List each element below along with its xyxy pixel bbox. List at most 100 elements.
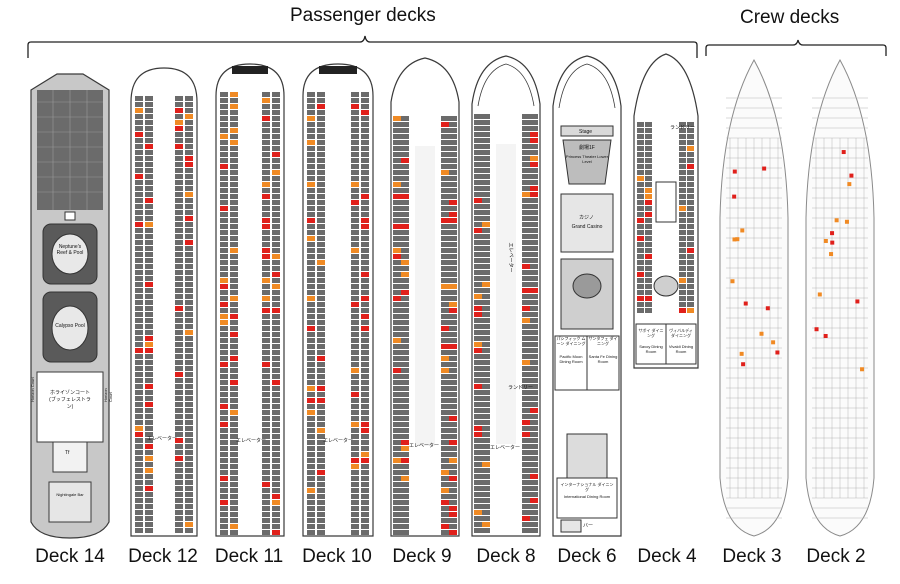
cabin-cell xyxy=(317,326,325,331)
cabin-cell xyxy=(351,326,359,331)
cabin-cell xyxy=(262,524,270,529)
cabin-cell xyxy=(393,446,401,451)
deck-8-drawing xyxy=(471,55,541,537)
cabin-cell xyxy=(220,518,228,523)
cabin-cell xyxy=(272,446,280,451)
cabin-cell xyxy=(220,152,228,157)
cabin-cell xyxy=(185,186,193,191)
cabin-cell xyxy=(220,272,228,277)
cabin-cell xyxy=(522,138,530,143)
cabin-cell xyxy=(175,132,183,137)
cabin-cell xyxy=(474,330,482,335)
cabin-cell xyxy=(272,470,280,475)
cabin-cell xyxy=(393,350,401,355)
cabin-cell xyxy=(530,126,538,131)
cabin-cell xyxy=(474,468,482,473)
cabin-cell xyxy=(482,390,490,395)
cabin-cell xyxy=(482,270,490,275)
cabin-cell xyxy=(262,512,270,517)
cabin-cell xyxy=(522,282,530,287)
cabin-cell xyxy=(687,128,694,133)
cabin-cell xyxy=(145,522,153,527)
central-void xyxy=(240,342,260,402)
cabin-cell xyxy=(361,182,369,187)
cabin-cell xyxy=(482,360,490,365)
deck-4-label-laundry: ランドリー xyxy=(670,125,696,131)
deck-label-12: Deck 12 xyxy=(128,546,198,567)
cabin-cell xyxy=(307,260,315,265)
cabin-cell xyxy=(262,362,270,367)
cabin-cell xyxy=(307,440,315,445)
cabin-cell xyxy=(401,272,409,277)
cabin-cell xyxy=(262,140,270,145)
cabin-cell xyxy=(393,146,401,151)
cabin-cell xyxy=(351,128,359,133)
cabin-cell xyxy=(361,128,369,133)
cabin-cell xyxy=(175,384,183,389)
cabin-cell xyxy=(262,194,270,199)
cabin-cell xyxy=(135,306,143,311)
cabin-cell xyxy=(522,174,530,179)
cabin-cell xyxy=(230,272,238,277)
cabin-cell xyxy=(145,114,153,119)
cabin-cell xyxy=(441,428,449,433)
cabin-cell xyxy=(441,356,449,361)
cabin-cell xyxy=(135,438,143,443)
cabin-cell xyxy=(645,134,652,139)
cabin-cell xyxy=(317,260,325,265)
cabin-cell xyxy=(401,164,409,169)
cabin-cell xyxy=(272,518,280,523)
cabin-cell xyxy=(230,230,238,235)
cabin-cell xyxy=(230,254,238,259)
cabin-cell xyxy=(272,398,280,403)
cabin-cell xyxy=(135,282,143,287)
cabin-cell xyxy=(272,362,280,367)
deck-14-label-calypso: Calypso Pool xyxy=(55,323,85,329)
cabin-cell xyxy=(401,152,409,157)
cabin-cell xyxy=(393,242,401,247)
cabin-cell xyxy=(272,458,280,463)
cabin-cell xyxy=(361,212,369,217)
cabin-cell xyxy=(351,194,359,199)
central-void xyxy=(328,342,348,402)
cabin-cell xyxy=(307,284,315,289)
cabin-cell xyxy=(185,480,193,485)
cabin-cell xyxy=(262,506,270,511)
cabin-cell xyxy=(307,170,315,175)
cabin-cell xyxy=(530,336,538,341)
cabin-cell xyxy=(401,518,409,523)
cabin-cell xyxy=(220,530,228,535)
cabin-cell xyxy=(175,414,183,419)
cabin-cell xyxy=(262,428,270,433)
cabin-cell xyxy=(482,120,490,125)
cabin-cell xyxy=(449,440,457,445)
cabin-cell xyxy=(401,200,409,205)
cabin-cell xyxy=(474,480,482,485)
cabin-cell xyxy=(441,272,449,277)
cabin-cell xyxy=(262,356,270,361)
cabin-cell xyxy=(185,120,193,125)
cabin-cell xyxy=(401,398,409,403)
cabin-cell xyxy=(530,528,538,533)
deck-14-drawing xyxy=(30,73,110,539)
cabin-cell xyxy=(262,200,270,205)
cabin-cell xyxy=(185,102,193,107)
cabin-cell xyxy=(687,296,694,301)
cabin-cell xyxy=(449,128,457,133)
deck-14-label-reef: Neptune's Reef & Pool xyxy=(56,244,84,256)
cabin-cell xyxy=(230,386,238,391)
cabin-cell xyxy=(317,338,325,343)
cabin-cell xyxy=(175,438,183,443)
cabin-cell xyxy=(351,422,359,427)
crew-marker xyxy=(730,279,735,284)
cabin-cell xyxy=(522,510,530,515)
cabin-cell xyxy=(185,258,193,263)
cabin-cell xyxy=(679,218,686,223)
cabin-cell xyxy=(145,168,153,173)
cabin-cell xyxy=(441,374,449,379)
cabin-cell xyxy=(401,158,409,163)
cabin-cell xyxy=(687,242,694,247)
cabin-cell xyxy=(474,186,482,191)
cabin-cell xyxy=(361,140,369,145)
cabin-cell xyxy=(401,260,409,265)
